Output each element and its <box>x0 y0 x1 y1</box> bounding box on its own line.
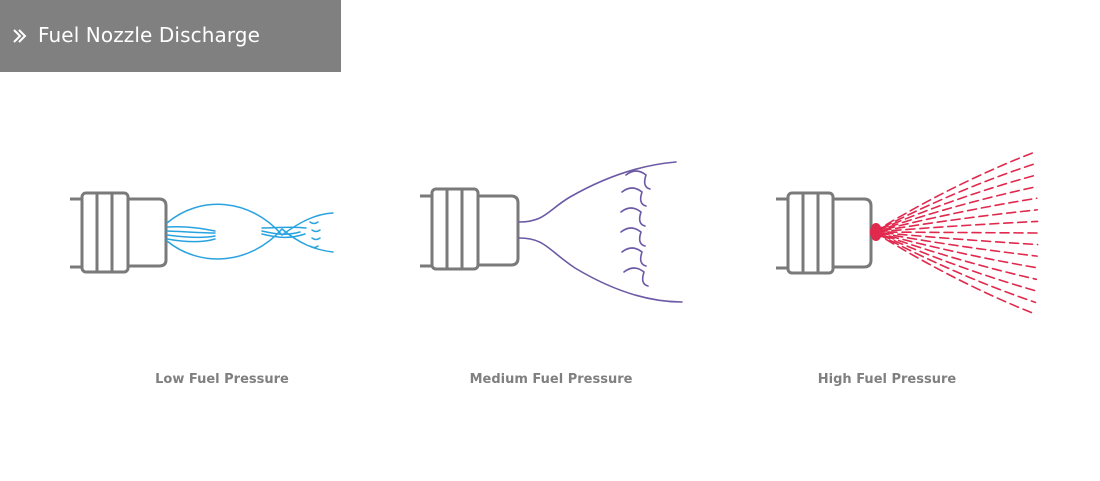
double-chevron-right-icon <box>13 29 27 43</box>
label-low-pressure: Low Fuel Pressure <box>155 372 289 387</box>
spray-ray <box>873 231 1038 257</box>
spray-ray <box>873 231 1036 315</box>
spray-ray <box>873 185 1038 233</box>
spray-ray <box>873 231 1039 234</box>
label-high-pressure: High Fuel Pressure <box>817 372 957 387</box>
spray-ray <box>873 231 1038 269</box>
header-bar: Fuel Nozzle Discharge <box>0 0 341 72</box>
spray-medium <box>518 161 683 303</box>
spray-ray <box>873 162 1037 233</box>
spray-ray <box>873 231 1037 304</box>
spray-ray <box>873 231 1037 292</box>
nozzle-high <box>776 191 873 275</box>
spray-ray <box>873 231 1039 246</box>
label-medium-pressure: Medium Fuel Pressure <box>469 372 633 387</box>
spray-ray <box>873 174 1037 233</box>
spray-low <box>166 203 334 260</box>
spray-ray <box>873 231 1038 281</box>
spray-high <box>873 151 1039 315</box>
spray-ray <box>873 220 1039 233</box>
nozzle-medium <box>420 187 520 271</box>
spray-ray <box>873 209 1038 233</box>
spray-high-origin <box>870 223 882 241</box>
spray-ray <box>873 197 1038 233</box>
nozzle-low <box>70 191 168 274</box>
page-title: Fuel Nozzle Discharge <box>38 23 260 47</box>
spray-ray <box>873 151 1036 233</box>
